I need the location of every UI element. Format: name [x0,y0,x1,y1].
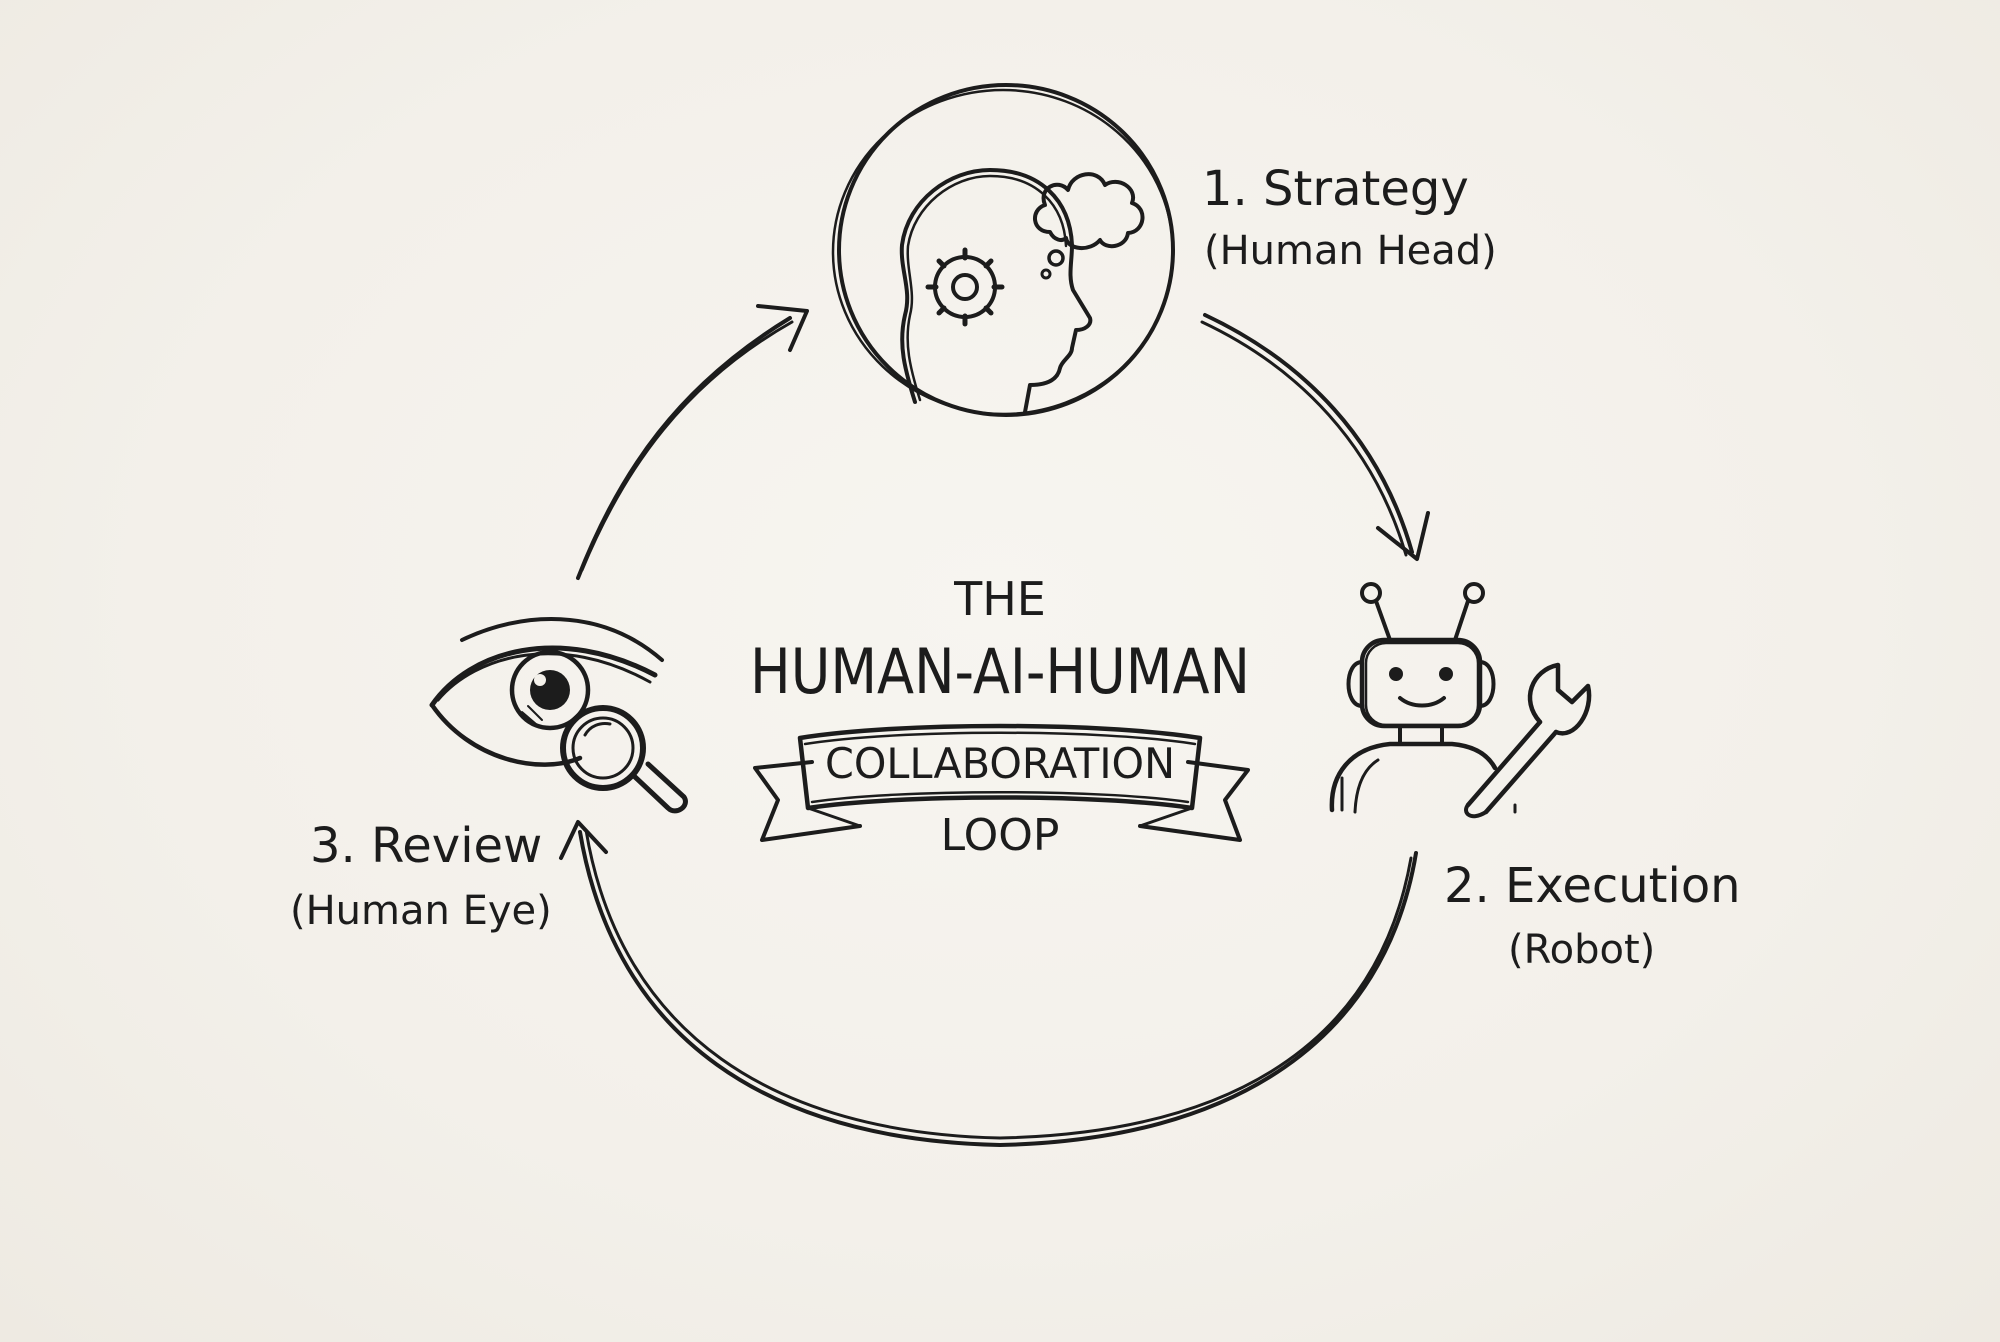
title-line-the: THE [953,572,1046,626]
robot-wrench-icon [1329,582,1592,819]
step-strategy-sub-label: (Human Head) [1204,228,1497,274]
loop-arrows [559,304,1430,1147]
step-execution-number-label: 2. Execution [1444,858,1741,914]
step-execution: 2. Execution (Robot) [1329,582,1741,973]
step-strategy-number-label: 1. Strategy [1202,161,1469,217]
step-execution-sub-label: (Robot) [1508,927,1655,973]
title-line-loop: LOOP [941,810,1060,861]
step-review: 3. Review (Human Eye) [290,617,688,934]
title-line-main: HUMAN-AI-HUMAN [750,635,1250,708]
arrow-execution-to-review [559,820,1418,1147]
step-review-number-label: 3. Review [310,818,542,874]
center-title: THE HUMAN-AI-HUMAN COLLABORATION LOOP [750,572,1250,861]
step-review-sub-label: (Human Eye) [290,888,552,934]
human-head-gear-icon [831,83,1175,417]
title-ribbon-text: COLLABORATION [825,739,1175,788]
eye-magnifier-icon [429,617,688,814]
title-ribbon: COLLABORATION [753,723,1250,842]
step-strategy: 1. Strategy (Human Head) [831,83,1497,417]
arrow-review-to-strategy [576,304,809,580]
arrow-strategy-to-execution [1200,313,1430,561]
